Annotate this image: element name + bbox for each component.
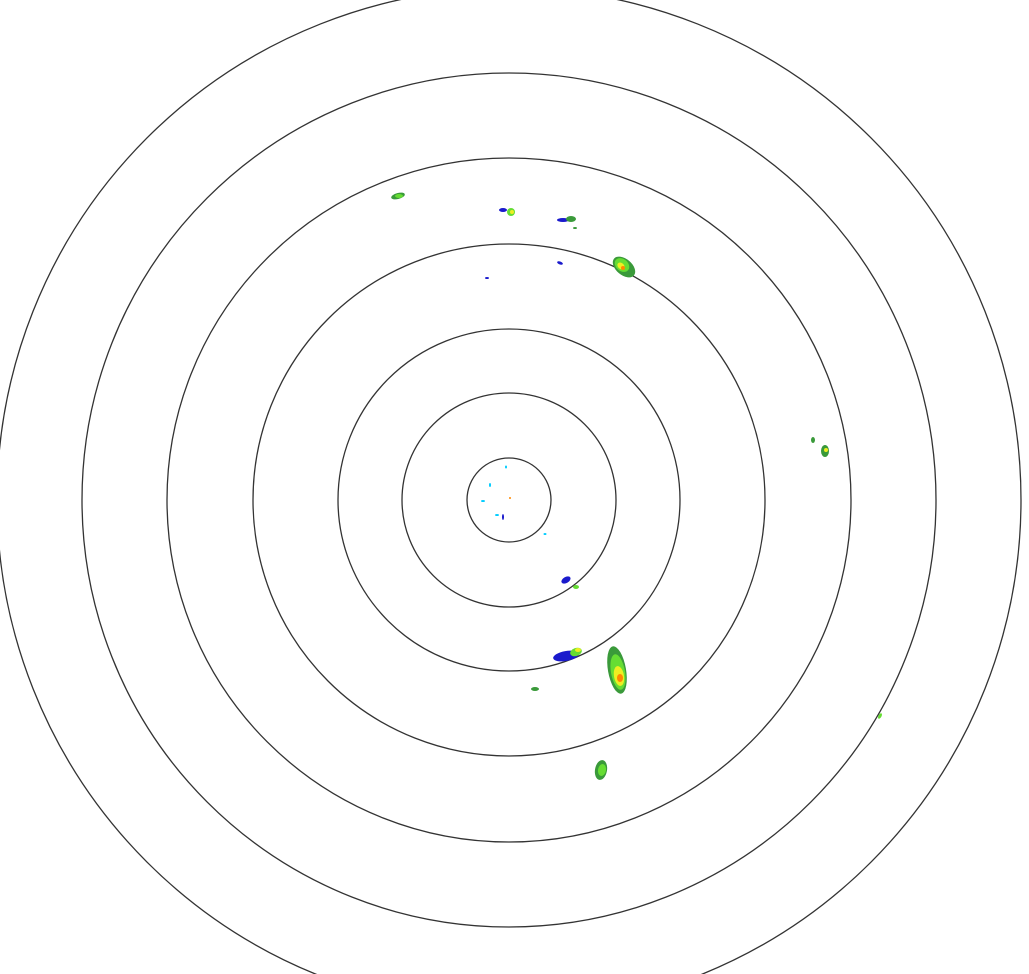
echo-intense	[509, 497, 511, 499]
echo-light	[531, 687, 539, 691]
echo-moderate	[395, 194, 403, 198]
echo-moderate	[597, 764, 607, 776]
echo-light	[811, 437, 815, 443]
echo-clutter	[495, 514, 499, 516]
range-ring-5	[166, 157, 852, 843]
echo-light	[573, 227, 577, 229]
range-ring-6	[81, 72, 937, 928]
precipitation-echoes	[391, 192, 882, 780]
echo-moderate	[878, 713, 882, 719]
echo-moderate	[573, 585, 579, 589]
range-ring-1	[466, 457, 552, 543]
echo-heavy	[510, 210, 514, 214]
echo-clutter	[481, 500, 485, 502]
echo-heavy	[575, 648, 581, 652]
echo-weak	[485, 277, 489, 279]
range-ring-3	[337, 328, 681, 672]
echo-weak	[561, 576, 571, 584]
echo-clutter	[489, 483, 491, 487]
echo-intense	[621, 266, 625, 270]
echo-light	[566, 216, 576, 222]
range-ring-4	[252, 243, 766, 757]
echo-clutter	[505, 465, 507, 469]
echo-clutter	[543, 533, 547, 535]
echo-heavy	[824, 448, 828, 452]
range-ring-2	[401, 392, 617, 608]
echo-weak	[557, 261, 563, 265]
echo-intense	[617, 674, 623, 682]
echo-weak	[502, 514, 504, 520]
echo-weak	[499, 208, 507, 212]
